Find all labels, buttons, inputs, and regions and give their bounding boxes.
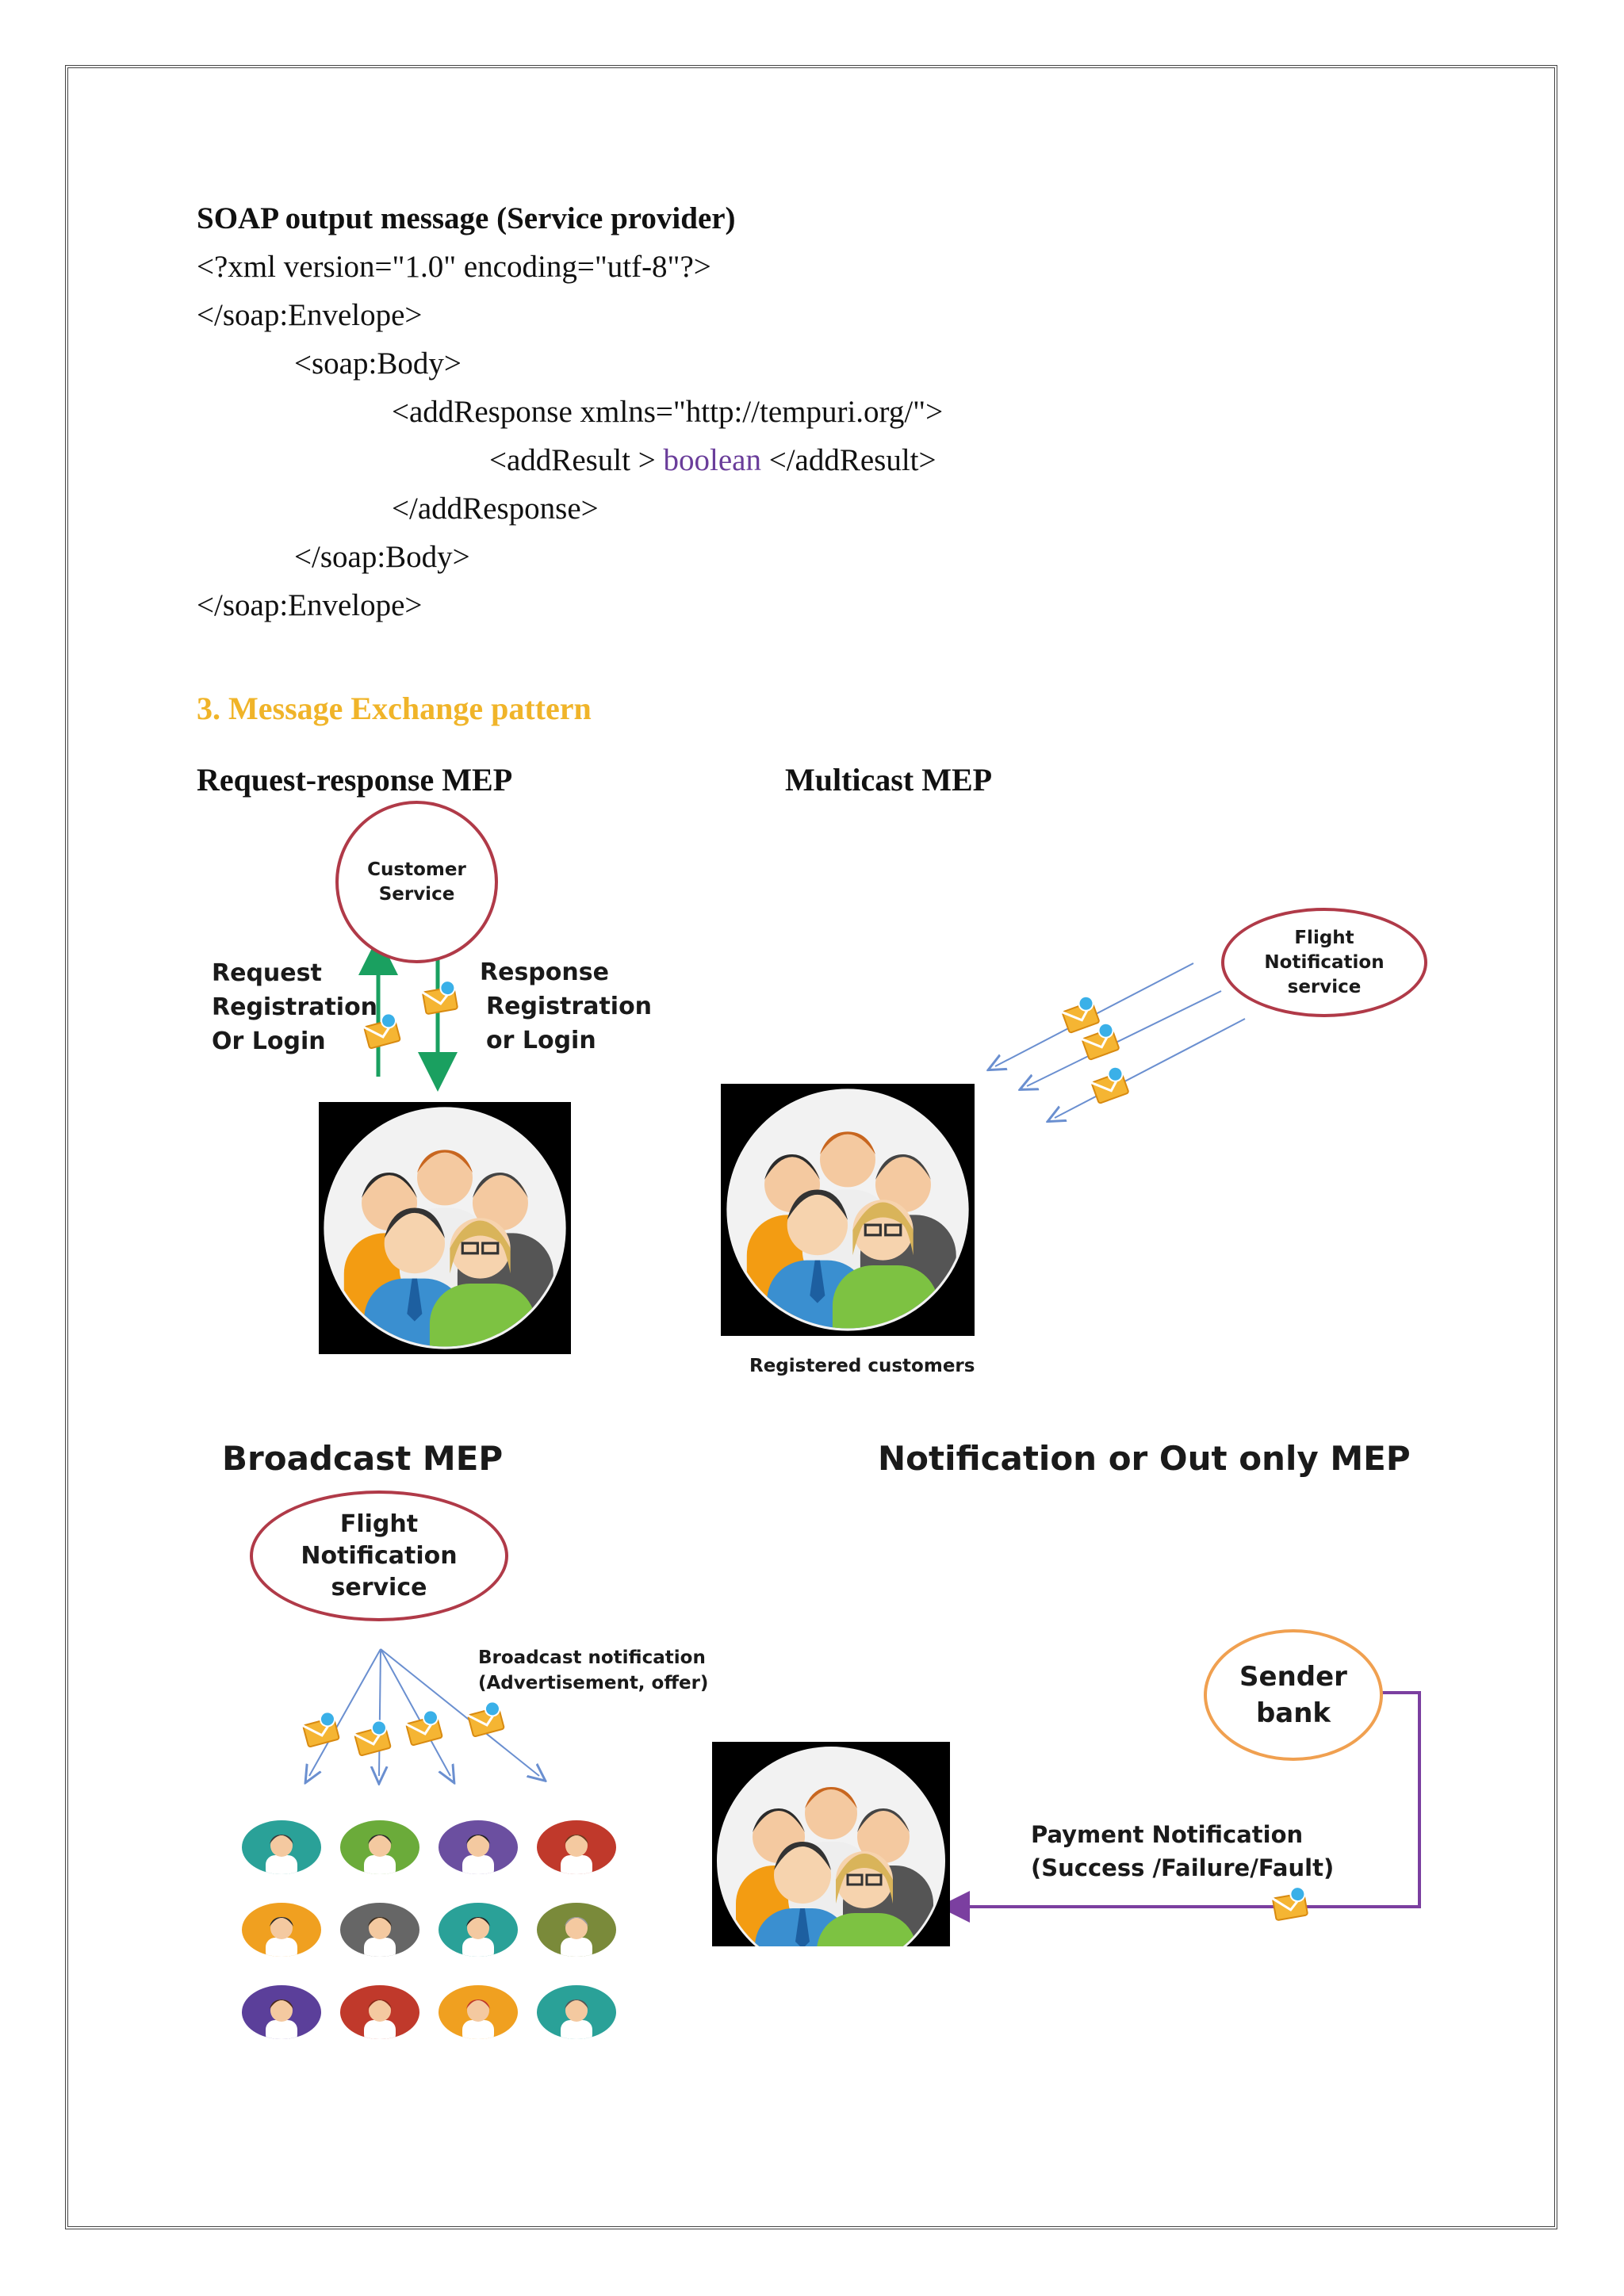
payment-line2: (Success /Failure/Fault) [1031,1854,1335,1881]
broadcast-note-line1: Broadcast notification [478,1647,706,1668]
request-label-line1: Request [212,959,322,987]
broadcast-service-line3: service [331,1573,427,1601]
request-label-line3: Or Login [212,1027,326,1055]
envelope-icon [403,1707,445,1747]
notification-title: Notification or Out only MEP [878,1439,1411,1478]
envelope-icon [300,1709,342,1749]
multicast-service-line3: service [1287,976,1362,997]
code-line-envelope-close: </soap:Envelope> [197,588,423,622]
multicast-service-line1: Flight [1294,927,1354,948]
sender-bank-node: Sender bank [1204,1629,1383,1761]
envelope-icon [419,978,460,1016]
avatar-icon [340,1903,419,1957]
multicast-service-line2: Notification [1264,951,1385,973]
registered-customers-caption: Registered customers [749,1356,975,1376]
section-title: 3. Message Exchange pattern [197,691,592,726]
people-group-icon [319,1102,571,1354]
broadcast-arrow-2 [379,1648,381,1776]
request-label: Request Registration Or Login [212,956,377,1058]
avatar-icon [340,1820,419,1874]
avatar-icon [537,1903,616,1957]
envelope-icon [1270,1885,1310,1922]
code-line-envelope: </soap:Envelope> [197,298,423,332]
avatar-icon [537,1985,616,2039]
avatar-icon [537,1820,616,1874]
avatar-grid-svg [242,1820,616,2039]
broadcast-note: Broadcast notification (Advertisement, o… [478,1645,708,1696]
envelope-icon [1058,993,1102,1035]
response-label-line2: Registration [486,993,653,1020]
customer-service-line2: Service [378,883,455,905]
response-label-line1: Response [480,959,609,986]
envelope-icon [1087,1063,1132,1105]
avatar-icon [242,1820,321,1874]
broadcast-service-line1: Flight [339,1510,419,1538]
sender-bank-line1: Sender [1239,1661,1347,1693]
broadcast-arrow-1 [309,1648,381,1776]
payment-line1: Payment Notification [1031,1821,1304,1848]
broadcast-arrow-4 [380,1648,539,1776]
code-line-addresult: <addResult > boolean </addResult> [489,436,936,484]
code-keyword-boolean: boolean [663,443,761,477]
multicast-arrow-2 [1027,990,1222,1086]
payment-notification-label: Payment Notification (Success /Failure/F… [1031,1818,1334,1885]
code-tag-close: </addResult> [760,443,936,477]
customer-service-line1: Customer [367,859,466,880]
avatar-icon [340,1985,419,2039]
page-border [65,65,1557,2229]
people-group-icon [712,1742,950,1946]
payment-arrow [938,1691,1421,1923]
avatar-icon [242,1985,321,2039]
code-line-xml-decl: <?xml version="1.0" encoding="utf-8"?> [197,250,711,284]
avatar-icon [439,1985,518,2039]
broadcast-arrow-3 [380,1648,450,1776]
multicast-arrow-3 [1055,1018,1246,1118]
response-label: Response Registration or Login [480,955,652,1058]
flight-service-node-broadcast: Flight Notification service [250,1490,508,1621]
people-group-icon [721,1084,975,1336]
code-line-body-close: </soap:Body> [294,540,470,574]
avatar-icon [439,1903,518,1957]
avatar-grid [238,1816,619,2053]
request-response-title: Request-response MEP [197,762,513,798]
envelope-icon [351,1717,393,1758]
broadcast-service-line2: Notification [301,1541,458,1570]
avatar-icon [439,1820,518,1874]
avatar-icon [242,1903,321,1957]
soap-heading: SOAP output message (Service provider) [197,201,736,235]
broadcast-title: Broadcast MEP [222,1439,504,1478]
request-label-line2: Registration [212,993,378,1021]
response-label-line3: or Login [486,1027,596,1054]
code-line-addresponse-close: </addResponse> [392,492,599,526]
multicast-title: Multicast MEP [785,762,993,798]
envelope-icon [465,1698,507,1739]
broadcast-note-line2: (Advertisement, offer) [478,1673,709,1693]
flight-service-node-multicast: Flight Notification service [1221,908,1427,1017]
sender-bank-line2: bank [1255,1697,1331,1729]
code-tag-open: <addResult > [489,443,664,477]
code-line-body: <soap:Body> [294,346,462,381]
code-line-addresponse: <addResponse xmlns="http://tempuri.org/"… [392,395,944,429]
